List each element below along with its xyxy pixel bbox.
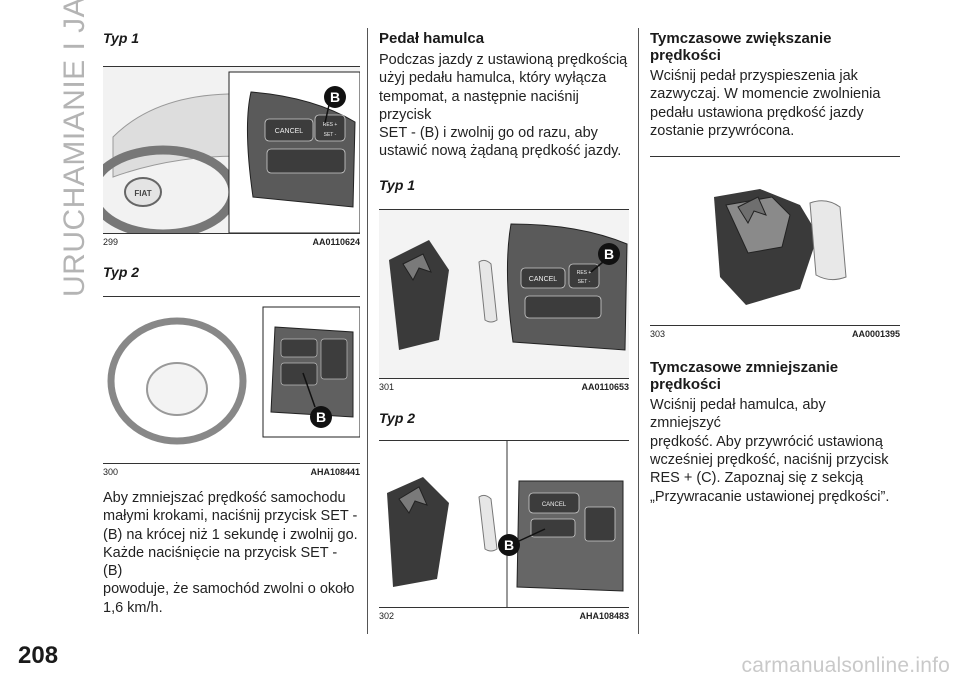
- steering-wheel-type2-image: B: [103, 297, 360, 463]
- pedal-and-controls-type1-image: CANCEL RES + SET - B: [379, 209, 629, 378]
- figure-code: AA0110624: [312, 237, 360, 247]
- figure-caption: 300 AHA108441: [103, 463, 360, 477]
- res-button-label: RES +: [577, 270, 592, 276]
- paragraph-line: (B) na krócej niż 1 sekundę i zwolnij go…: [103, 526, 358, 543]
- cancel-button-label: CANCEL: [542, 502, 567, 508]
- paragraph-line: powoduje, że samochód zwolni o około: [103, 581, 355, 598]
- figure-303: 303 AA0001395: [650, 156, 900, 339]
- paragraph-line: Aby zmniejszać prędkość samochodu: [103, 490, 346, 506]
- paragraph-line: SET - (B) i zwolnij go od razu, aby: [379, 125, 598, 142]
- fiat-logo-text: FIAT: [134, 189, 151, 198]
- paragraph-line: użyj pedału hamulca, który wyłącza: [379, 70, 607, 87]
- paragraph-line: Podczas jazdy z ustawioną prędkością: [379, 52, 628, 68]
- paragraph-line: Wciśnij pedał hamulca, aby zmniejszyć: [650, 397, 826, 432]
- figure-code: AA0110653: [581, 381, 629, 392]
- figure-caption: 299 AA0110624: [103, 233, 360, 247]
- pedal-and-controls-type2-image: CANCEL B: [379, 440, 629, 607]
- figure-number: 303: [650, 329, 666, 340]
- paragraph-line: małymi krokami, naciśnij przycisk SET -: [103, 508, 358, 525]
- paragraph-line: „Przywracanie ustawionej prędkości”.: [650, 488, 890, 505]
- type-2-label: Typ 2: [379, 409, 416, 426]
- figure-number: 300: [103, 467, 119, 477]
- brake-pedal-heading: Pedał hamulca: [379, 30, 485, 47]
- page-number: 208: [18, 642, 59, 669]
- column-2: Pedał hamulca Podczas jazdy z ustawioną …: [379, 30, 629, 621]
- figure-caption: 302 AHA108483: [379, 606, 629, 621]
- figure-code: AHA108441: [310, 467, 360, 477]
- figure-code: AHA108483: [579, 610, 629, 621]
- callout-b: B: [504, 537, 514, 553]
- figure-302: CANCEL B 302 AHA108483: [379, 439, 629, 621]
- column-1: Typ 1 FIAT CANCEL RES + SET - B 299 AA01…: [103, 30, 360, 617]
- callout-b: B: [604, 246, 614, 262]
- res-button-label: RES +: [323, 122, 338, 128]
- figure-number: 302: [379, 610, 395, 621]
- set-button-label: SET -: [324, 132, 337, 138]
- cancel-button-label: CANCEL: [275, 128, 304, 135]
- paragraph-line: tempomat, a następnie naciśnij przycisk: [379, 88, 579, 123]
- paragraph-line: Każde naciśnięcie na przycisk SET - (B): [103, 544, 338, 580]
- accelerator-pedal-image: [650, 157, 900, 326]
- temp-increase-text: Wciśnij pedał przyspieszenia jak zazwycz…: [650, 67, 900, 140]
- temp-decrease-text: Wciśnij pedał hamulca, aby zmniejszyć pr…: [650, 396, 900, 506]
- type-2-label: Typ 2: [103, 264, 140, 280]
- temp-increase-heading: prędkości: [650, 47, 721, 64]
- paragraph-line: zazwyczaj. W momencie zwolnienia: [650, 86, 881, 103]
- column-divider: [638, 28, 639, 634]
- figure-caption: 301 AA0110653: [379, 377, 629, 392]
- steering-wheel-type1-image: FIAT CANCEL RES + SET - B: [103, 67, 360, 233]
- column-3: Tymczasowe zwiększanie prędkości Wciśnij…: [650, 30, 900, 506]
- watermark: carmanualsonline.info: [741, 654, 950, 677]
- temp-increase-heading: Tymczasowe zwiększanie: [650, 30, 832, 47]
- paragraph-line: zostanie przywrócona.: [650, 122, 795, 139]
- figure-number: 299: [103, 237, 119, 247]
- temp-decrease-heading: Tymczasowe zmniejszanie: [650, 359, 839, 377]
- figure-code: AA0001395: [851, 329, 900, 340]
- type-1-label: Typ 1: [103, 30, 140, 46]
- paragraph-line: 1,6 km/h.: [103, 599, 163, 616]
- callout-b: B: [316, 409, 326, 425]
- column-divider: [367, 28, 368, 634]
- paragraph-line: prędkość. Aby przywrócić ustawioną: [650, 433, 883, 450]
- brake-pedal-text: Podczas jazdy z ustawioną prędkością uży…: [379, 51, 629, 161]
- callout-b: B: [330, 89, 340, 105]
- paragraph-line: pedału ustawiona prędkość jazdy: [650, 104, 864, 121]
- temp-decrease-heading: prędkości: [650, 376, 721, 394]
- cruise-decrease-text: Aby zmniejszać prędkość samochodu małymi…: [103, 489, 360, 617]
- figure-caption: 303 AA0001395: [650, 325, 900, 339]
- paragraph-line: ustawić nową żądaną prędkość jazdy.: [379, 143, 622, 160]
- set-button-label: SET -: [578, 279, 591, 285]
- figure-301: CANCEL RES + SET - B 301 AA0110653: [379, 208, 629, 392]
- figure-299: FIAT CANCEL RES + SET - B 299 AA0110624: [103, 66, 360, 247]
- section-title: URUCHAMIANIE I JAZDA: [58, 0, 91, 297]
- figure-number: 301: [379, 381, 395, 392]
- figure-300: B 300 AHA108441: [103, 296, 360, 477]
- type-1-label: Typ 1: [379, 176, 416, 193]
- paragraph-line: Wciśnij pedał przyspieszenia jak: [650, 68, 858, 84]
- paragraph-line: RES + (C). Zapoznaj się z sekcją: [650, 470, 864, 487]
- cancel-button-label: CANCEL: [529, 276, 558, 283]
- paragraph-line: wcześniej prędkość, naciśnij przycisk: [650, 452, 889, 469]
